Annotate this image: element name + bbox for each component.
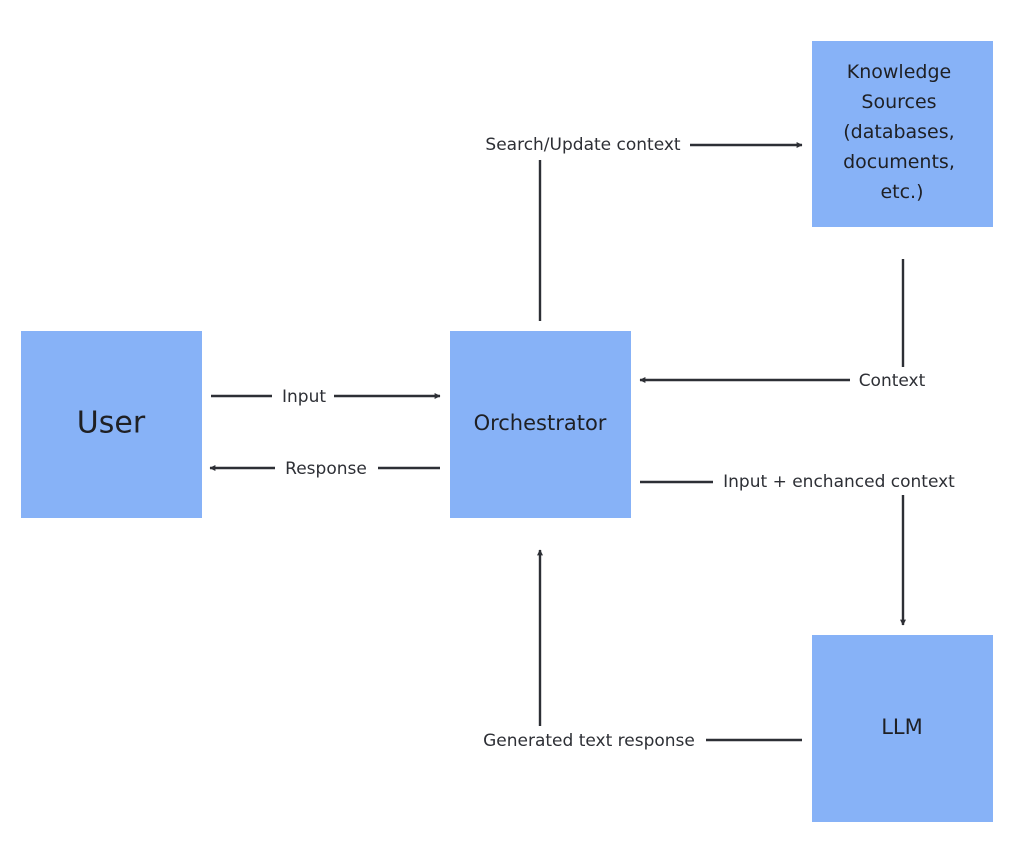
knowledge-line-4: documents,: [843, 151, 955, 173]
knowledge-line-5: etc.): [880, 181, 923, 203]
orchestrator-label: Orchestrator: [474, 411, 607, 435]
edge-label-search-update: Search/Update context: [485, 135, 681, 155]
knowledge-line-2: Sources: [861, 91, 936, 113]
edge-label-input-enhanced: Input + enchanced context: [723, 472, 955, 492]
edge-label-response: Response: [285, 459, 367, 479]
edge-label-generated: Generated text response: [483, 731, 695, 751]
user-node: User: [21, 331, 202, 518]
orchestrator-node: Orchestrator: [450, 331, 631, 518]
edge-generated: Generated text response: [483, 549, 802, 751]
edge-context: Context: [639, 259, 926, 391]
knowledge-line-3: (databases,: [843, 121, 954, 143]
edge-search-update: Search/Update context: [485, 135, 803, 321]
edge-label-context: Context: [859, 371, 926, 391]
edge-input-enhanced: Input + enchanced context: [640, 472, 955, 626]
llm-node: LLM: [812, 635, 993, 822]
knowledge-sources-node: Knowledge Sources (databases, documents,…: [812, 41, 993, 227]
knowledge-line-1: Knowledge: [847, 61, 951, 83]
edge-input: Input: [211, 387, 441, 407]
user-label: User: [77, 406, 146, 441]
edge-response: Response: [209, 459, 440, 479]
llm-label: LLM: [881, 715, 923, 739]
edge-label-input: Input: [282, 387, 326, 407]
knowledge-sources-label: Knowledge Sources (databases, documents,…: [843, 61, 961, 203]
